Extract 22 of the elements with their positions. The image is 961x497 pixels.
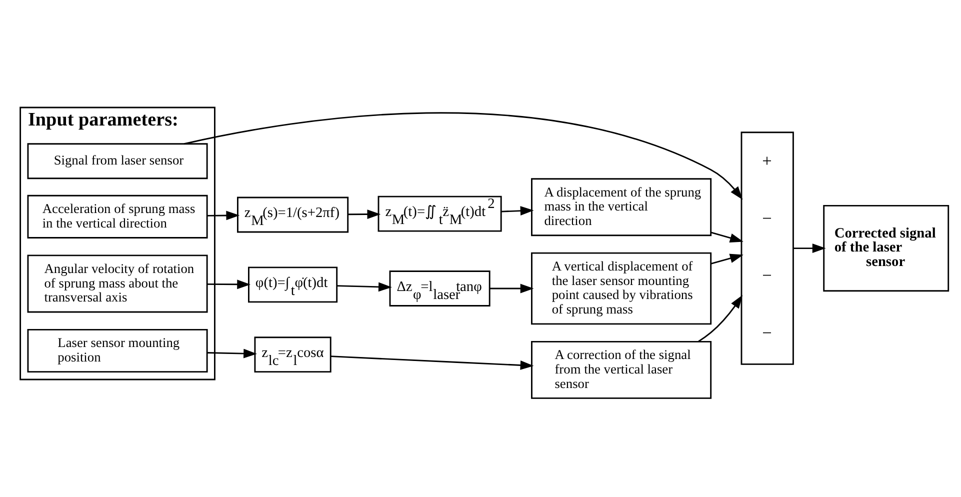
node-box: Corrected signal of the laser sensor — [823, 204, 950, 292]
arrow — [207, 210, 240, 220]
node-box: A correction of the signal from the vertical laser sensor — [531, 340, 712, 398]
node-box: A vertical displacement of the laser sensor mounting point caused by vibrations of sprung mass — [531, 252, 712, 324]
node-box: Laser sensor mounting position — [27, 328, 208, 372]
arrow — [710, 231, 744, 242]
arrow — [207, 279, 251, 289]
arrow — [698, 294, 743, 342]
node-box: Acceleration of sprung mass in the vertical direction — [27, 194, 208, 238]
arrow — [336, 282, 392, 292]
node-box: Angular velocity of rotation of sprung mass about the transversal axis — [27, 254, 208, 312]
node-box: Signal from laser sensor — [27, 142, 208, 179]
arrow — [348, 209, 381, 218]
arrow — [710, 253, 744, 264]
arrow — [207, 348, 257, 358]
arrow — [330, 355, 534, 370]
node-box: + − − − — [740, 131, 794, 364]
arrow — [184, 112, 743, 200]
arrow — [490, 283, 534, 293]
node-box: A displacement of the sprung mass in the vertical direction — [531, 178, 712, 236]
arrow — [501, 206, 534, 216]
arrow — [793, 243, 826, 252]
